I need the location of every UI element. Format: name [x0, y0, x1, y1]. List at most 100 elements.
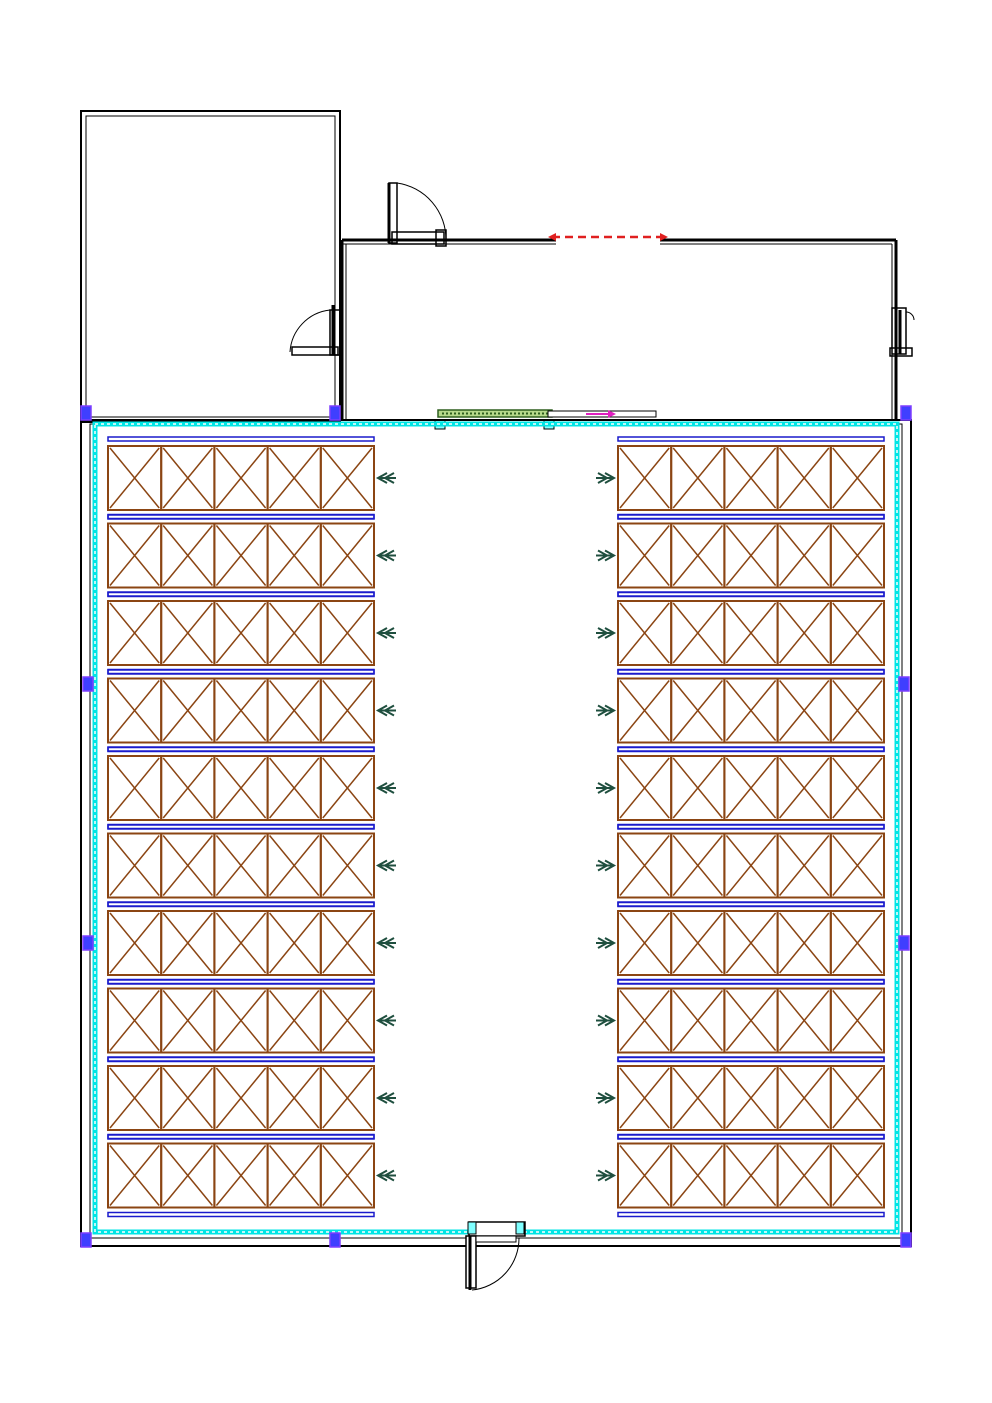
- rack-rail: [617, 591, 885, 597]
- arrow-left-icon: [375, 704, 396, 717]
- rack-rail: [107, 823, 375, 830]
- rack-left-2: [107, 513, 396, 598]
- bay-cross: [215, 1067, 267, 1129]
- rack-rail: [107, 746, 375, 752]
- bay-cross: [215, 835, 267, 896]
- rack-bay: [829, 677, 885, 744]
- column-5: [82, 935, 94, 951]
- rack-bay: [829, 522, 885, 589]
- bay-cross: [619, 602, 670, 664]
- column-2: [900, 405, 912, 421]
- rack-right-9: [596, 1056, 885, 1140]
- rack-rail: [617, 901, 885, 907]
- bay-cross: [269, 680, 320, 741]
- rack-bay: [319, 987, 375, 1054]
- bay-cross: [162, 912, 213, 974]
- bay-cross: [779, 525, 830, 586]
- bay-cross: [162, 525, 213, 586]
- rack-rail: [617, 436, 885, 442]
- rack-rail: [107, 1056, 375, 1062]
- bay-cross: [162, 602, 213, 664]
- rack-bay: [829, 600, 885, 666]
- rack-left-3: [107, 591, 396, 675]
- bay-cross: [215, 447, 267, 509]
- bay-cross: [215, 757, 267, 819]
- bay-cross: [162, 835, 213, 896]
- rack-right-7: [596, 901, 885, 985]
- rack-left-9: [107, 1056, 396, 1140]
- rack-rail: [617, 746, 885, 752]
- arrow-left-icon: [375, 1092, 396, 1104]
- arrow-left-icon: [375, 549, 396, 562]
- corridor-room: [340, 238, 898, 420]
- arrow-right-icon: [596, 627, 617, 639]
- bay-cross: [779, 1145, 830, 1206]
- bay-cross: [322, 602, 373, 664]
- rack-rail: [617, 1211, 885, 1218]
- rack-rail: [107, 901, 375, 907]
- bay-cross: [619, 1067, 670, 1129]
- rack-rail: [617, 1133, 885, 1140]
- bay-cross: [162, 1145, 213, 1206]
- bay-cross: [832, 757, 883, 819]
- rack-left-5: [107, 746, 396, 830]
- bay-cross: [779, 835, 830, 896]
- bay-cross: [269, 912, 320, 974]
- column-4: [898, 676, 910, 692]
- column-3: [82, 676, 94, 692]
- arrow-left-icon: [375, 1014, 396, 1027]
- bay-cross: [269, 1145, 320, 1206]
- arrow-right-icon: [596, 1169, 617, 1182]
- rack-bay: [319, 600, 375, 666]
- bay-cross: [109, 835, 160, 896]
- column-6: [898, 935, 910, 951]
- rack-left-10: [107, 1133, 396, 1218]
- bay-cross: [322, 1067, 373, 1129]
- bay-cross: [269, 990, 320, 1051]
- annex-room: [80, 110, 341, 423]
- rack-bay: [319, 832, 375, 899]
- bay-cross: [725, 1145, 777, 1206]
- bay-cross: [215, 1145, 267, 1206]
- rack-rail: [107, 1211, 375, 1218]
- arrow-right-icon: [596, 1014, 617, 1027]
- rack-right-10: [596, 1133, 885, 1218]
- rack-bay: [829, 832, 885, 899]
- rack-rail: [617, 1056, 885, 1062]
- rack-rail: [107, 978, 375, 985]
- arrow-left-icon: [375, 472, 396, 484]
- bay-cross: [162, 447, 213, 509]
- bay-cross: [619, 757, 670, 819]
- bay-cross: [672, 1145, 723, 1206]
- rack-rail: [107, 436, 375, 442]
- rack-left-4: [107, 668, 396, 753]
- arrow-right-icon: [596, 937, 617, 949]
- bay-cross: [322, 680, 373, 741]
- bay-cross: [832, 990, 883, 1051]
- bay-cross: [672, 602, 723, 664]
- rack-bay: [319, 677, 375, 744]
- rack-rail: [107, 1133, 375, 1140]
- rack-left-1: [107, 436, 396, 520]
- bay-cross: [672, 680, 723, 741]
- bay-cross: [162, 680, 213, 741]
- rack-bay: [319, 1065, 375, 1131]
- bay-cross: [619, 525, 670, 586]
- rack-bay: [319, 1142, 375, 1209]
- arrow-left-icon: [375, 1169, 396, 1182]
- rack-rail: [617, 668, 885, 675]
- rack-bay: [829, 1065, 885, 1131]
- arrow-right-icon: [596, 782, 617, 794]
- bay-cross: [672, 447, 723, 509]
- bay-cross: [672, 1067, 723, 1129]
- bay-cross: [672, 912, 723, 974]
- rack-right-4: [596, 668, 885, 753]
- bay-cross: [215, 602, 267, 664]
- bay-cross: [779, 912, 830, 974]
- bay-cross: [832, 680, 883, 741]
- bay-cross: [832, 447, 883, 509]
- bay-cross: [322, 1145, 373, 1206]
- rack-left-6: [107, 823, 396, 908]
- bay-cross: [322, 912, 373, 974]
